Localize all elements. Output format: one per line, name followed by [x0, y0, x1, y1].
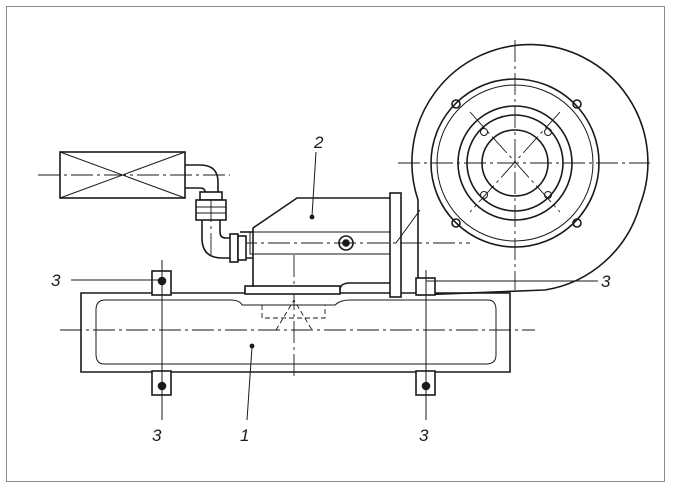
blower-centerlines — [398, 40, 650, 290]
valve-actuator — [38, 151, 247, 263]
leader-lines — [71, 151, 598, 421]
label-fixing-right: 3 — [601, 272, 611, 291]
label-fixing-bottom-right: 3 — [419, 426, 429, 445]
label-bracket: 2 — [313, 133, 324, 152]
label-fixing-left: 3 — [51, 271, 61, 290]
part-labels: 3 3 2 1 3 3 — [51, 133, 611, 445]
blower-bolt-holes — [451, 99, 582, 228]
blower-housing — [411, 43, 649, 296]
label-base: 1 — [240, 426, 249, 445]
mounting-brackets — [151, 260, 436, 420]
drawing-frame — [6, 6, 665, 482]
mounting-bracket-2 — [232, 192, 470, 298]
label-fixing-bottom-left: 3 — [152, 426, 162, 445]
base-housing — [60, 255, 535, 378]
